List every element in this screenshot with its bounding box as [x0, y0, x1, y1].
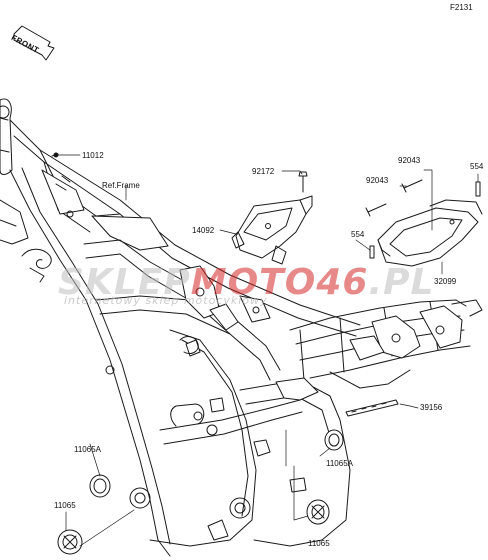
part-label-11065-left[interactable]: 11065 — [54, 501, 76, 510]
part-32099-tray — [377, 199, 483, 267]
part-label-39156[interactable]: 39156 — [420, 403, 443, 412]
part-label-554-right[interactable]: 554 — [470, 162, 484, 171]
caps — [57, 429, 344, 555]
watermark-tagline: internetowy sklep motocyklowy — [64, 294, 268, 307]
part-label-11065A-right[interactable]: 11065A — [326, 459, 353, 468]
part-label-32099[interactable]: 32099 — [434, 277, 457, 286]
watermark-brand-red: MOTO46 — [190, 262, 369, 303]
part-label-92172[interactable]: 92172 — [252, 167, 275, 176]
part-label-14092[interactable]: 14092 — [192, 226, 215, 235]
part-label-11065-right[interactable]: 11065 — [308, 539, 330, 548]
leader-lines — [57, 154, 479, 547]
front-arrow-icon — [13, 25, 55, 61]
fasteners — [51, 152, 481, 417]
frame-body — [0, 98, 361, 557]
ref-frame-label: Ref.Frame — [102, 181, 140, 190]
watermark-brand-grey: SKLEP — [58, 262, 191, 303]
part-label-11065A-left[interactable]: 11065A — [74, 445, 101, 454]
watermark-brand-suffix: .PL — [368, 262, 435, 303]
part-label-554-left[interactable]: 554 — [351, 230, 365, 239]
watermark-brand: SKLEPMOTO46.PL — [58, 262, 434, 303]
part-label-92043-lower[interactable]: 92043 — [366, 176, 389, 185]
rear-subframe — [275, 299, 483, 401]
part-label-11012[interactable]: 11012 — [82, 151, 104, 160]
figure-code: F2131 — [450, 3, 473, 12]
part-14092-cover — [231, 195, 313, 265]
part-label-92043-upper[interactable]: 92043 — [398, 156, 421, 165]
